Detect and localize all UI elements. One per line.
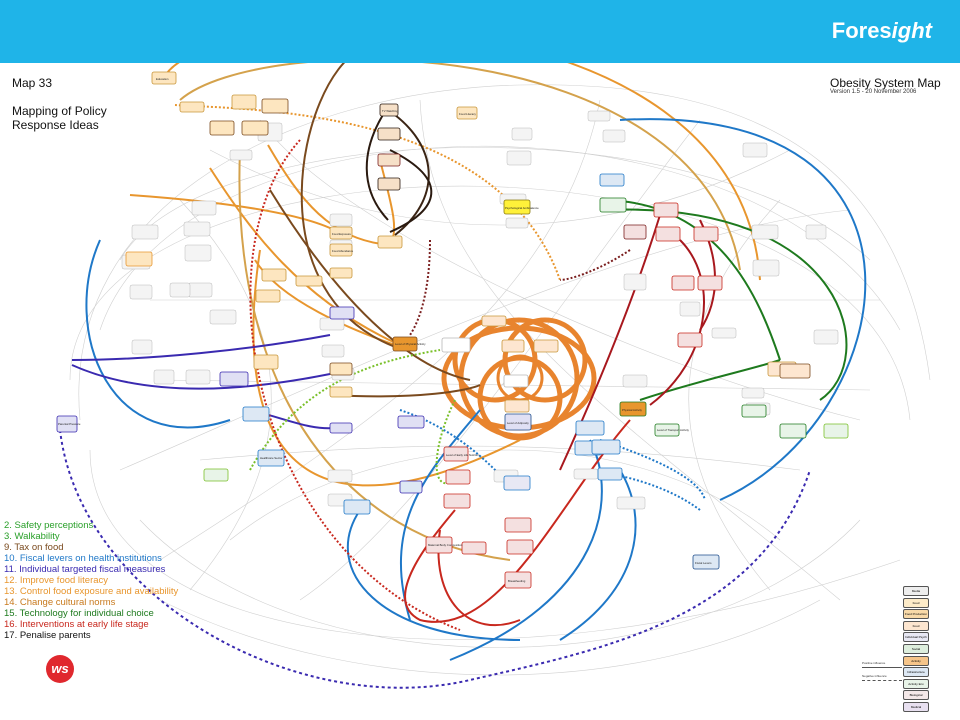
legend-item: 15. Technology for individual choice [4,608,154,619]
key-category-box: Infrastructure [903,667,929,678]
link-key-negative: Negative influence [862,674,887,678]
node-label: Level of Physical Activity [395,342,426,346]
system-map-title: Obesity System Map [830,76,941,90]
node-label: Breastfeeding [508,579,526,583]
foresight-logo: Foresight [832,18,932,44]
key-category-box: Social [903,643,929,654]
header-bar: Foresight [0,0,960,63]
obesity-system-diagram: Education TV Watching Food Literacy Psyc… [56,63,931,689]
node-label: Parental Pressure [58,422,81,426]
legend-item: 14. Change cultural norms [4,597,116,608]
node-label: Fiscal Levers [695,561,712,565]
brand-prefix: Fores [831,18,892,43]
labelled-nodes [56,71,849,589]
link-type-key: Positive influence Negative influence [862,661,902,681]
legend-item: 12. Improve food literacy [4,575,109,586]
node-label: Level of Transport Activity [657,428,689,432]
link-key-positive-line [862,667,902,668]
key-category-box: Activity Env [903,678,929,689]
key-category-box: Individual Psych [903,632,929,643]
brand-suffix: ight [891,18,932,43]
map-subtitle: Mapping of Policy Response Ideas [12,104,107,132]
system-map-version: Version 1.5 - 20 November 2006 [830,89,917,95]
node-label: Maternal Body Composition [428,543,463,547]
node-label: Food Abundance [332,249,354,253]
node-labels: Education TV Watching Food Literacy Psyc… [58,77,712,583]
policy-links [59,63,867,689]
map-title: Map 33 [12,76,53,90]
legend-item: 3. Walkability [4,531,60,542]
node-label: Food Exposure [332,232,351,236]
node-label: Level of Adiposity [507,421,529,425]
node-label: Healthcare Sector [260,456,282,460]
node-label: Education [156,77,169,81]
link-key-negative-line [862,680,902,681]
legend-item: 16. Interventions at early life stage [4,619,149,630]
legend-item: 11. Individual targeted fiscal measures [4,564,166,575]
legend-item: 17. Penalise parents [4,630,91,641]
key-category-box: Medical [903,701,929,712]
key-category-box: Media [903,586,929,596]
legend-item: 13. Control food exposure and availabili… [4,586,179,597]
key-category-box: Activity [903,655,929,666]
ws-logo: ws [46,655,74,683]
key-category-box: Food [903,597,929,608]
node-label: Physical Activity [622,408,642,412]
node-label: TV Watching [382,109,398,113]
minor-nodes [121,110,839,510]
legend-item: 2. Safety perceptions [4,520,94,531]
key-category-box: Food Production [903,609,929,620]
legend-item: 10. Fiscal levers on health institutions [4,553,162,564]
node-label: Food Literacy [459,112,477,116]
key-category-box: Food Consumption [903,620,929,631]
node-label: Level of Early Life Nutrition [446,453,480,457]
key-category-box: Biological [903,690,929,701]
link-key-positive: Positive influence [862,661,886,665]
node-label: Psychological Ambivalence [505,206,539,210]
legend-item: 9. Tax on food [4,542,64,553]
